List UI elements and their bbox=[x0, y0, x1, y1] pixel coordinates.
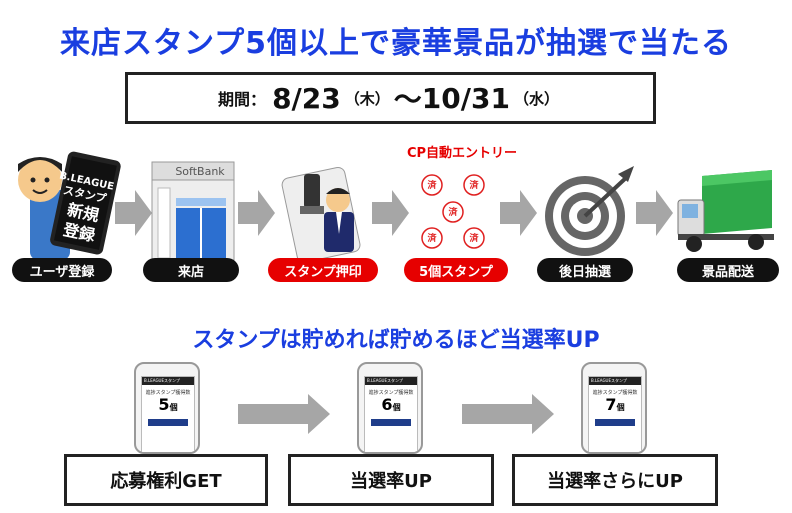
flow-arrow-5 bbox=[636, 190, 673, 236]
cp-auto-entry-label: CP自動エントリー bbox=[406, 146, 518, 161]
stamp-mark-1: 済 bbox=[427, 179, 437, 191]
user-registration-illustration bbox=[18, 151, 121, 260]
tier-phone-3: B.LEAGUEスタンプ 進捗スタンプ獲得数 7個 bbox=[581, 362, 647, 454]
tier-count: 7 bbox=[605, 395, 617, 414]
phone-screen-button bbox=[371, 419, 411, 426]
phone-screen-button bbox=[595, 419, 635, 426]
stamp-mark-5: 済 bbox=[469, 232, 479, 244]
step-five-stamps: 5個スタンプ bbox=[404, 258, 508, 282]
flow-illustrations: B.LEAGUE スタンプ 新規 登録 SoftBank 済 済 bbox=[18, 151, 774, 262]
phone-caption: 進捗スタンプ獲得数 bbox=[368, 390, 414, 396]
stamp-mark-4: 済 bbox=[427, 232, 437, 244]
flow-arrow-4 bbox=[500, 190, 537, 236]
phone-header: B.LEAGUEスタンプ bbox=[142, 377, 194, 385]
period-label: 期間： bbox=[218, 90, 267, 109]
stamp-mark-2: 済 bbox=[469, 179, 479, 191]
phone-caption: 進捗スタンプ獲得数 bbox=[592, 390, 638, 396]
tier-count: 5 bbox=[158, 395, 170, 414]
five-stamps-illustration: 済 済 済 済 済 bbox=[421, 174, 485, 249]
flow-arrow-1 bbox=[115, 190, 152, 236]
softbank-store-icon bbox=[151, 161, 235, 261]
phone-caption: 進捗スタンプ獲得数 bbox=[145, 390, 191, 396]
store-sign: SoftBank bbox=[175, 165, 225, 178]
tier-unit: 個 bbox=[616, 403, 625, 412]
delivery-truck-icon bbox=[677, 170, 774, 252]
outcome-box-2: 当選率UP bbox=[288, 454, 494, 506]
tier-unit: 個 bbox=[169, 403, 178, 412]
outcome-box-1: 応募権利GET bbox=[64, 454, 268, 506]
phone-header: B.LEAGUEスタンプ bbox=[365, 377, 417, 385]
flow-arrow-3 bbox=[372, 190, 409, 236]
tier-arrow-2 bbox=[462, 394, 554, 434]
phone-header: B.LEAGUEスタンプ bbox=[589, 377, 641, 385]
tier-arrows bbox=[238, 394, 554, 434]
step-lottery: 後日抽選 bbox=[537, 258, 633, 282]
outcome-box-3: 当選率さらにUP bbox=[512, 454, 718, 506]
page-title: 来店スタンプ5個以上で豪華景品が抽選で当たる bbox=[60, 26, 732, 61]
flow-arrow-2 bbox=[238, 190, 275, 236]
tier-phone-1: B.LEAGUEスタンプ 進捗スタンプ獲得数 5個 bbox=[134, 362, 200, 454]
step-visit-store: 来店 bbox=[143, 258, 239, 282]
period-end-date: 10/31 bbox=[421, 81, 510, 115]
period-tilde: ～ bbox=[393, 83, 422, 116]
step-prize-delivery: 景品配送 bbox=[677, 258, 779, 282]
period-start-day: （木） bbox=[344, 89, 390, 108]
phone-screen-button bbox=[148, 419, 188, 426]
tier-phone-2: B.LEAGUEスタンプ 進捗スタンプ獲得数 6個 bbox=[357, 362, 423, 454]
period-box: 期間： 8/23 （木） ～ 10/31 （水） bbox=[125, 72, 656, 124]
tier-arrow-1 bbox=[238, 394, 330, 434]
period-start-date: 8/23 bbox=[272, 81, 341, 115]
stamp-press-illustration bbox=[281, 166, 361, 262]
step-user-registration: ユーザ登録 bbox=[12, 258, 112, 282]
tier-count: 6 bbox=[381, 395, 393, 414]
section-subtitle: スタンプは貯めれば貯めるほど当選率UP bbox=[192, 328, 600, 353]
period-end-day: （水） bbox=[513, 89, 559, 108]
target-icon bbox=[545, 166, 634, 256]
step-stamp-press: スタンプ押印 bbox=[268, 258, 378, 282]
tier-unit: 個 bbox=[392, 403, 401, 412]
stamp-mark-3: 済 bbox=[448, 206, 458, 218]
